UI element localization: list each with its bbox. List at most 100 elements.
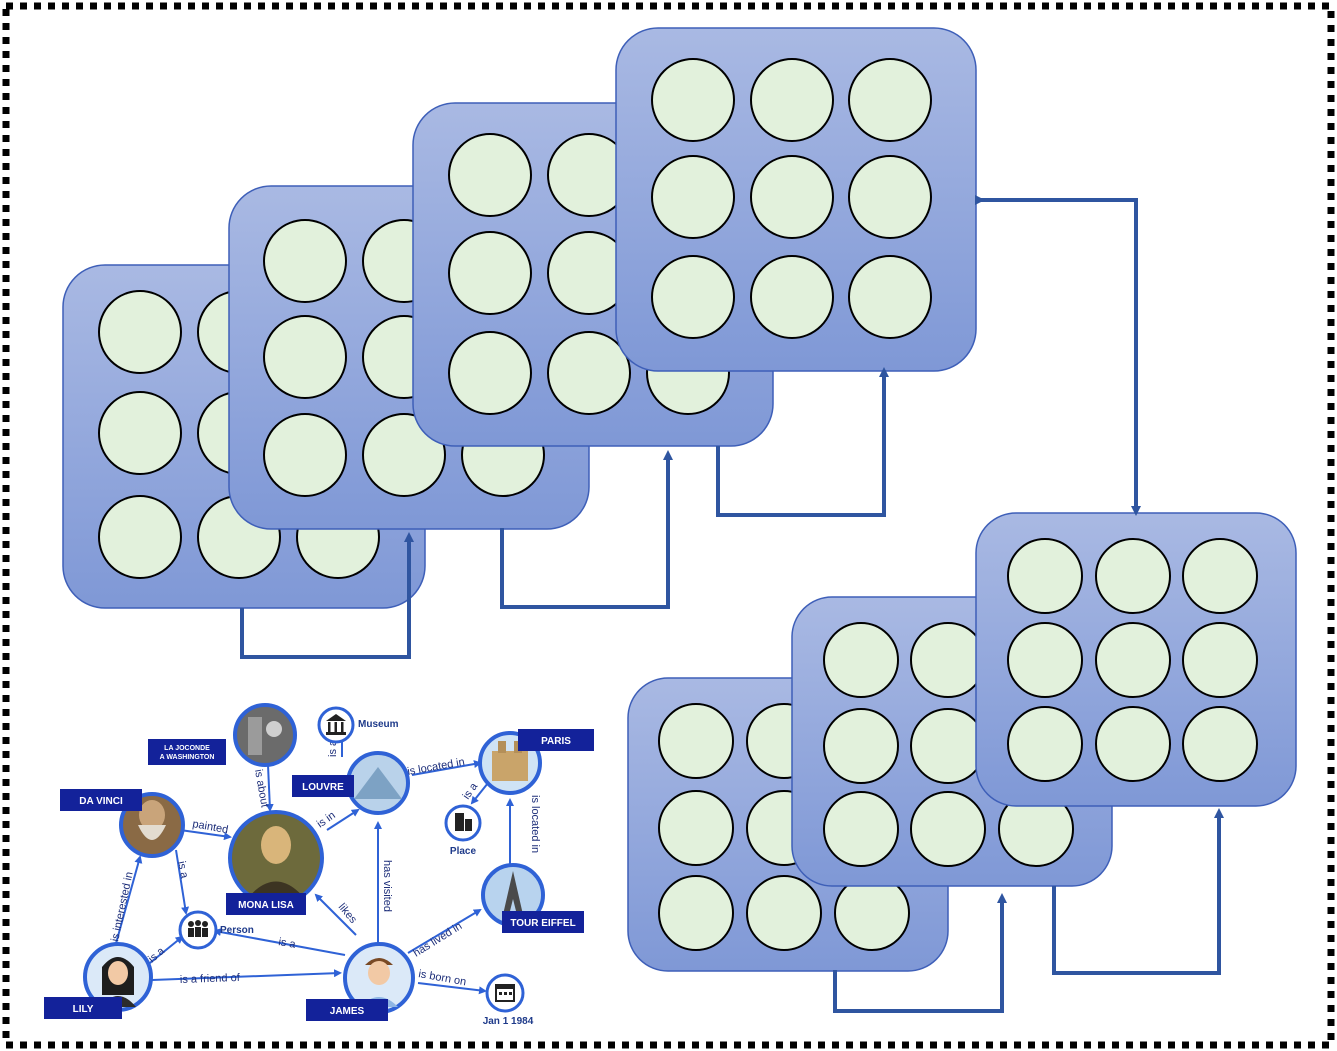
grid-node-circle	[1095, 622, 1171, 698]
grid-node-circle	[263, 413, 347, 497]
kg-edge-line	[314, 893, 357, 936]
james-label: JAMES	[330, 1006, 365, 1017]
kg-edge-label: likes	[336, 901, 360, 926]
stacked-grids-lower	[627, 512, 1297, 972]
louvre-label-bg	[292, 775, 354, 797]
kg-edge-line	[144, 935, 184, 968]
kg-edge-label: has lived in	[411, 920, 464, 959]
connector-lower-1	[833, 893, 1007, 1013]
paris-label: PARIS	[541, 736, 571, 747]
connector-upper-2	[500, 450, 673, 609]
louvre-photo-node	[346, 751, 410, 815]
grid-node-circle	[750, 255, 834, 339]
kg-edge-line	[179, 829, 232, 841]
da-vinci-label-bg	[60, 789, 142, 811]
tour-eiffel-label: TOUR EIFFEL	[510, 918, 575, 929]
kg-edge-line	[417, 982, 487, 995]
stacked-grids-upper	[62, 27, 977, 609]
paris-label-bg	[518, 729, 594, 751]
kg-edge-label: is interested in	[109, 871, 135, 943]
grid-node-circle	[750, 58, 834, 142]
grid-node-circle	[834, 875, 910, 951]
connector-lower-2	[1052, 808, 1224, 975]
grid-node-circle	[1007, 538, 1083, 614]
kg-edge-line	[175, 849, 190, 915]
kg-edge-label: has visited	[381, 860, 393, 912]
kg-edge-line	[265, 764, 274, 812]
grid-node-circle	[1182, 538, 1258, 614]
grid-panel-lower-3	[975, 512, 1297, 807]
kg-edge-label: is located in	[406, 756, 465, 778]
mona-lisa-photo-node	[228, 810, 324, 906]
museum-caption: Museum	[358, 719, 399, 730]
grid-node-circle	[98, 290, 182, 374]
connector-between-stacks	[975, 195, 1141, 516]
grid-node-circle	[848, 255, 932, 339]
joconde-photo-node	[233, 703, 297, 767]
kg-edge-line	[407, 908, 482, 954]
connector-upper-3	[716, 367, 889, 517]
grid-node-circle	[658, 790, 734, 866]
connector-upper-1	[240, 532, 414, 659]
grid-node-circle	[910, 708, 986, 784]
mona-lisa-label-bg	[226, 893, 306, 915]
grid-node-circle	[263, 315, 347, 399]
grid-node-circle	[746, 875, 822, 951]
da-vinci-label: DA VINCI	[79, 796, 123, 807]
joconde-label-bg	[148, 739, 226, 765]
grid-node-circle	[823, 622, 899, 698]
kg-edge-label: is a	[461, 780, 481, 802]
grid-node-circle	[1182, 622, 1258, 698]
grid-node-circle	[910, 791, 986, 867]
grid-node-circle	[651, 58, 735, 142]
kg-edge-label: is a	[277, 936, 297, 951]
lily-label: LILY	[73, 1004, 94, 1015]
grid-node-circle	[1182, 706, 1258, 782]
kg-edge-line	[470, 782, 489, 805]
kg-edge-line	[151, 969, 342, 981]
grid-node-circle	[98, 391, 182, 475]
grid-node-circle	[1007, 706, 1083, 782]
museum-icon	[317, 706, 355, 744]
grid-node-circle	[1095, 706, 1171, 782]
grid-node-circle	[448, 133, 532, 217]
grid-node-circle	[651, 255, 735, 339]
grid-node-circle	[848, 58, 932, 142]
date-caption: Jan 1 1984	[483, 1016, 534, 1027]
lily-label-bg	[44, 997, 122, 1019]
grid-node-circle	[98, 495, 182, 579]
grid-node-circle	[547, 331, 631, 415]
tour-eiffel-photo-node	[481, 863, 545, 927]
mona-lisa-label: MONA LISA	[238, 900, 294, 911]
grid-node-circle	[362, 413, 446, 497]
people-icon	[178, 910, 218, 950]
grid-node-circle	[848, 155, 932, 239]
building-icon	[444, 804, 482, 842]
kg-edge-line	[213, 928, 346, 956]
grid-node-circle	[658, 875, 734, 951]
kg-edge-line	[326, 808, 360, 831]
knowledge-graph: is about is a is located in is a is loca…	[44, 703, 594, 1027]
grid-node-circle	[823, 791, 899, 867]
place-caption: Place	[450, 846, 477, 857]
grid-node-circle	[1095, 538, 1171, 614]
kg-edge-label: is a	[175, 860, 190, 880]
grid-node-circle	[823, 708, 899, 784]
calendar-icon	[485, 973, 525, 1013]
james-avatar-node	[343, 942, 415, 1014]
grid-node-circle	[448, 331, 532, 415]
louvre-label: LOUVRE	[302, 782, 344, 793]
grid-panel-upper-4	[615, 27, 977, 372]
grid-node-circle	[910, 622, 986, 698]
grid-node-circle	[750, 155, 834, 239]
grid-node-circle	[658, 703, 734, 779]
kg-edge-label: is in	[315, 809, 338, 830]
kg-edge-label: is a friend of	[180, 972, 241, 986]
kg-edge-line	[114, 855, 143, 948]
person-caption: Person	[220, 925, 254, 936]
kg-edge-line	[411, 760, 482, 776]
tour-eiffel-label-bg	[502, 911, 584, 933]
kg-edge-label: is located in	[529, 795, 541, 853]
